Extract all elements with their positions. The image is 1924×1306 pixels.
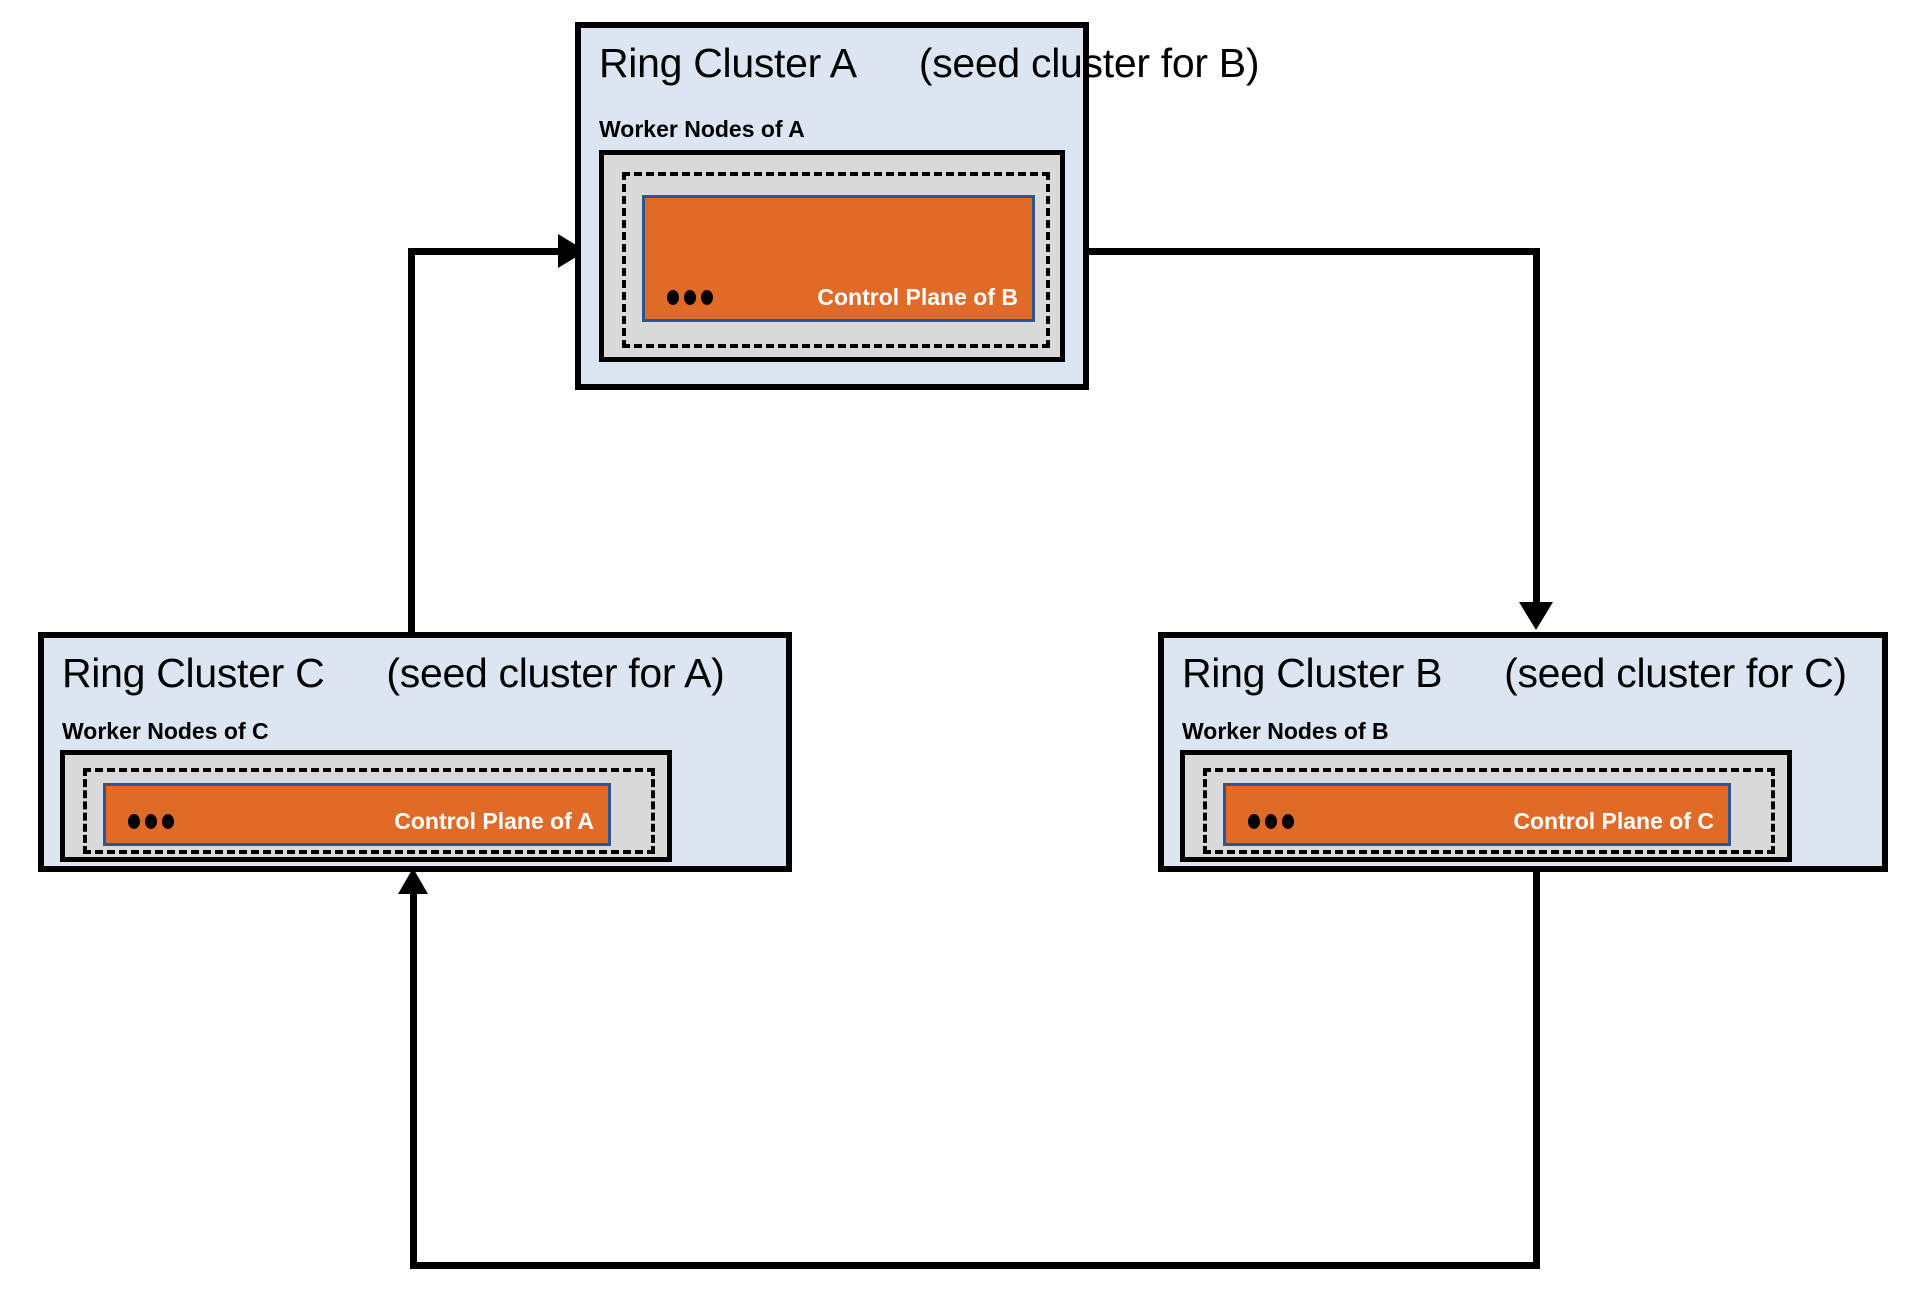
cluster-a-worker-label: Worker Nodes of A	[599, 116, 805, 142]
cluster-b-control-plane-label: Control Plane of C	[1513, 808, 1714, 834]
cluster-a[interactable]: Ring Cluster A (seed cluster for B) Worke…	[575, 22, 1260, 390]
cluster-c-control-plane[interactable]: Control Plane of A	[103, 783, 611, 846]
cluster-b-seed-note: (seed cluster for C)	[1504, 650, 1847, 696]
connector-b-to-c-horizontal	[410, 1262, 1540, 1269]
cluster-b-worker-label: Worker Nodes of B	[1182, 718, 1389, 744]
connector-a-to-b-vertical	[1533, 248, 1540, 610]
cluster-b-name: Ring Cluster B	[1182, 650, 1443, 696]
cluster-b[interactable]: Ring Cluster B (seed cluster for C) Worke…	[1158, 632, 1888, 872]
cluster-c-worker-label: Worker Nodes of C	[62, 718, 269, 744]
cluster-a-title: Ring Cluster A (seed cluster for B)	[599, 40, 1260, 87]
cluster-a-control-plane-label: Control Plane of B	[817, 284, 1018, 310]
connector-b-to-c-vertical-left	[410, 892, 417, 1269]
cluster-a-seed-note: (seed cluster for B)	[918, 40, 1260, 86]
arrowhead-into-cluster-c	[398, 868, 428, 894]
cluster-c[interactable]: Ring Cluster C (seed cluster for A) Worke…	[38, 632, 792, 872]
cluster-c-ellipsis-icon	[128, 814, 174, 829]
cluster-c-name: Ring Cluster C	[62, 650, 325, 696]
connector-b-to-c-vertical-right	[1533, 872, 1540, 1269]
cluster-b-control-plane[interactable]: Control Plane of C	[1223, 783, 1731, 846]
cluster-b-dashed-box: Control Plane of C	[1203, 768, 1775, 854]
cluster-a-control-plane[interactable]: Control Plane of B	[642, 195, 1035, 322]
cluster-a-dashed-box: Control Plane of B	[622, 172, 1050, 348]
connector-c-to-a-horizontal	[408, 248, 568, 255]
connector-c-to-a-vertical	[408, 248, 415, 634]
arrowhead-into-cluster-b	[1519, 602, 1553, 630]
cluster-c-title: Ring Cluster C (seed cluster for A)	[62, 650, 725, 697]
cluster-b-ellipsis-icon	[1248, 814, 1294, 829]
cluster-a-worker-box: Control Plane of B	[599, 150, 1065, 362]
connector-a-to-b-horizontal	[1088, 248, 1540, 255]
cluster-b-worker-box: Control Plane of C	[1180, 750, 1792, 862]
cluster-b-title: Ring Cluster B (seed cluster for C)	[1182, 650, 1847, 697]
cluster-c-dashed-box: Control Plane of A	[83, 768, 655, 854]
cluster-a-ellipsis-icon	[667, 290, 713, 305]
cluster-c-seed-note: (seed cluster for A)	[386, 650, 725, 696]
cluster-a-name: Ring Cluster A	[599, 40, 857, 86]
cluster-c-control-plane-label: Control Plane of A	[394, 808, 594, 834]
cluster-c-worker-box: Control Plane of A	[60, 750, 672, 862]
